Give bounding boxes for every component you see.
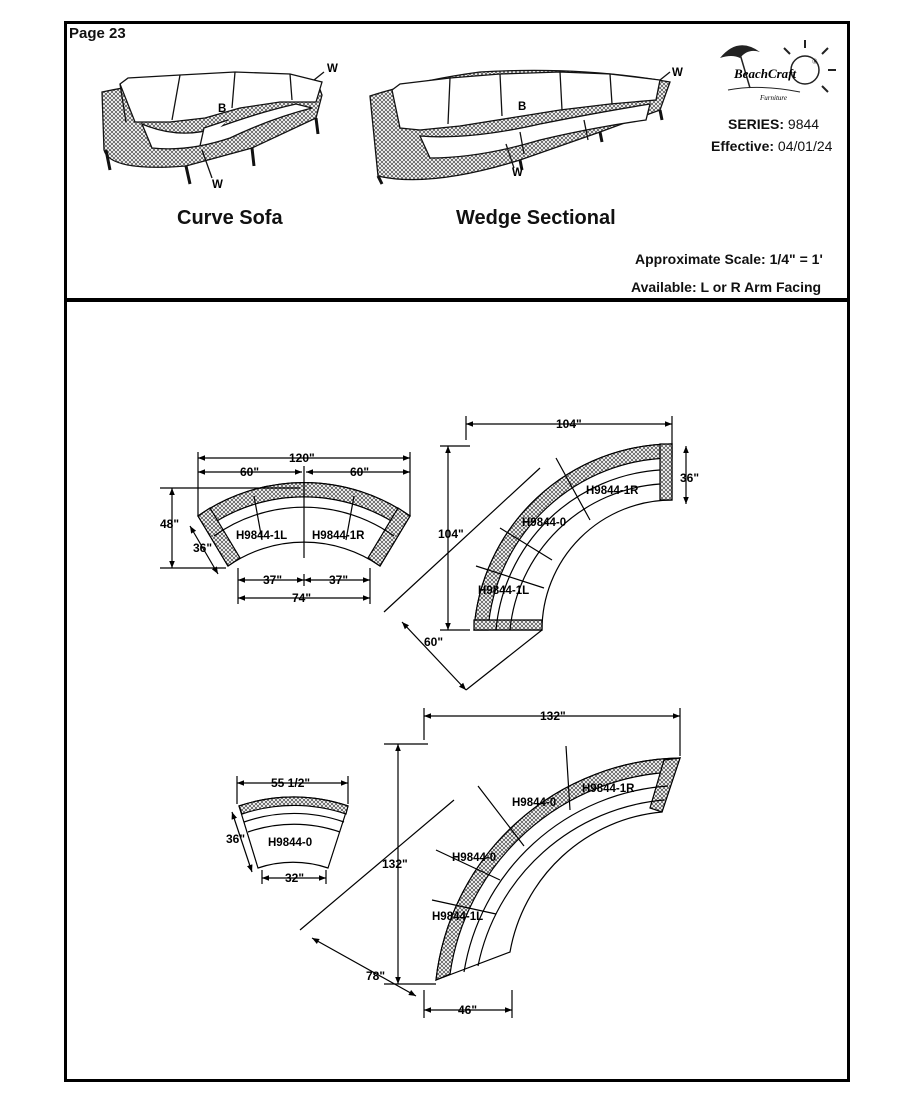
curve-sofa-inner-width: 74" (292, 591, 311, 605)
large-sectional-height: 132" (382, 857, 408, 871)
curve-sofa-plan: 120" 60" 60" 48" 36" 37" 37" 74" H9844-1… (160, 451, 411, 605)
large-sectional-diagonal: 78" (366, 969, 385, 983)
curve-sofa-back-mark: B (218, 103, 226, 115)
curve-sofa-right-top-width: 60" (350, 465, 369, 479)
wedge-sectional-diagonal: 60" (424, 635, 443, 649)
wedge-sectional-module-left: H9844-1L (478, 585, 529, 597)
large-sectional-end-width: 46" (458, 1003, 477, 1017)
logo-sub: Furniture (759, 94, 787, 102)
wedge-sectional-depth: 36" (680, 471, 699, 485)
section-divider (64, 298, 850, 302)
wedge-sectional-back-mark: B (518, 101, 526, 113)
large-sectional-width: 132" (540, 709, 566, 723)
curve-sofa-left-bottom-width: 37" (263, 573, 282, 587)
curve-sofa-overall-width: 120" (289, 451, 315, 465)
large-sectional-module-left: H9844-1L (432, 911, 483, 923)
series-label: SERIES: (728, 116, 785, 132)
series-value: 9844 (787, 116, 820, 132)
wedge-single-width: 55 1/2" (271, 776, 310, 790)
curve-sofa-height: 48" (160, 517, 179, 531)
wedge-single-module: H9844-0 (268, 837, 312, 849)
wedge-sectional-plan: 104" 104" 36" 60" H9844-1R H9844-0 H9844… (383, 416, 699, 691)
wedge-sectional-wedge-mark-bottom: W (512, 167, 523, 179)
wedge-sectional-module-right: H9844-1R (586, 485, 639, 497)
curve-sofa-illustration: B W W (101, 63, 338, 191)
beachcraft-logo: BeachCraft ® Furniture (720, 40, 836, 102)
wedge-sectional-illustration: B W W (369, 67, 683, 185)
curve-sofa-module-right: H9844-1R (312, 530, 365, 542)
effective-label: Effective: (711, 138, 775, 154)
large-sectional-module-right: H9844-1R (582, 783, 635, 795)
wedge-single-inner-width: 32" (285, 871, 304, 885)
umbrella-icon (720, 45, 760, 58)
curve-sofa-right-bottom-width: 37" (329, 573, 348, 587)
scale-note: Approximate Scale: 1/4" = 1' (635, 251, 823, 267)
sun-icon (790, 55, 820, 85)
series-info: SERIES: 9844 (728, 116, 819, 132)
wedge-sectional-height: 104" (438, 527, 464, 541)
curve-sofa-left-top-width: 60" (240, 465, 259, 479)
wedge-single-plan: 55 1/2" 36" 32" H9844-0 (226, 776, 349, 885)
wedge-sectional-caption: Wedge Sectional (456, 207, 616, 229)
effective-value: 04/01/24 (777, 138, 833, 154)
curve-sofa-wedge-mark-bottom: W (212, 179, 223, 191)
page-number: Page 23 (69, 25, 126, 42)
curve-sofa-caption: Curve Sofa (177, 207, 283, 229)
availability-note: Available: L or R Arm Facing (631, 279, 822, 295)
wedge-single-depth: 36" (226, 832, 245, 846)
curve-sofa-depth: 36" (193, 541, 212, 555)
large-sectional-plan: 132" 132" 78" 46" H9844-1R H9844-0 H9844… (299, 708, 681, 1018)
page-frame (64, 21, 850, 1082)
large-sectional-module-center-upper: H9844-0 (512, 797, 556, 809)
wedge-sectional-wedge-mark-top: W (672, 67, 683, 79)
wedge-sectional-width: 104" (556, 417, 582, 431)
curve-sofa-wedge-mark-top: W (327, 63, 338, 75)
effective-date: Effective: 04/01/24 (711, 138, 832, 154)
curve-sofa-module-left: H9844-1L (236, 530, 287, 542)
wedge-sectional-module-center: H9844-0 (522, 517, 566, 529)
large-sectional-module-center-lower: H9844-0 (452, 852, 496, 864)
logo-registered: ® (812, 58, 818, 66)
logo-brand: BeachCraft (733, 66, 797, 81)
